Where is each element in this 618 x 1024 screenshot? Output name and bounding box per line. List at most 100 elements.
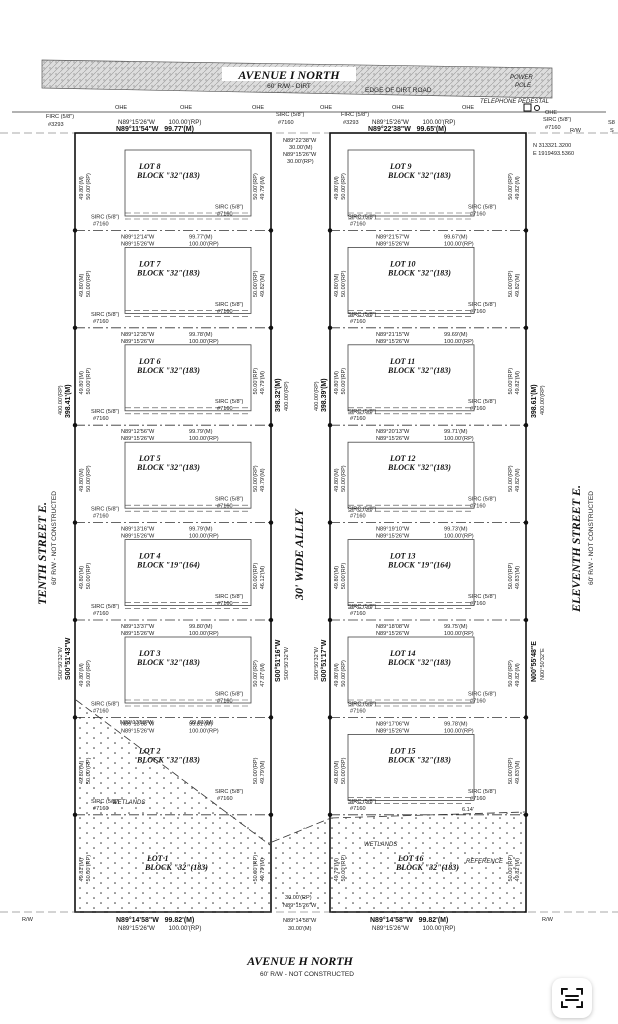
lot-dim: 50.00'(RP): [341, 855, 347, 882]
sirc-label: SIRC (5/8"): [91, 409, 120, 415]
lot-dim: 50.00'(RP): [86, 173, 92, 200]
lot-dim: 49.81'(M): [79, 858, 85, 882]
scan-text-button[interactable]: [552, 978, 592, 1018]
lot-dim: 49.82'(M): [260, 274, 266, 298]
lot-dim: 50.00'(RP): [86, 368, 92, 395]
lot-line-length: 99.78'(M): [189, 332, 213, 338]
lot-number: LOT 7: [138, 259, 162, 268]
lot-dim: 50.00'(RP): [508, 270, 514, 297]
lot-line-bearing-rp: N89°15'26"W: [376, 241, 410, 247]
lot-line-length-rp: 100.00'(RP): [189, 436, 219, 442]
alley-left-brg-2: S00°50'32"W: [284, 646, 290, 680]
lot-line-length-rp: 100.00'(RP): [444, 241, 474, 247]
sirc-number: #7160: [470, 601, 486, 607]
alley-left-m: 398.32'(M): [275, 378, 282, 412]
notes: WETLANDS WETLANDS 6.14' REFERENCE N89°13…: [112, 720, 504, 865]
sirc-top-label: SIRC (5/8"): [276, 112, 305, 118]
lot-block: BLOCK "32"(183): [136, 755, 200, 764]
sirc-number: #7160: [217, 698, 233, 704]
lot-block: BLOCK "32"(183): [136, 658, 200, 667]
lot-line-length-rp: 100.00'(RP): [444, 631, 474, 637]
ohe-label-1: OHE: [115, 105, 127, 111]
lot-dim: 49.82'(M): [515, 858, 521, 882]
lot-dim: 49.83'(M): [515, 566, 521, 590]
street-label-top: AVENUE I NORTH: [237, 68, 340, 82]
lot-number: LOT 1: [146, 854, 169, 863]
sirc-label: SIRC (5/8"): [91, 604, 120, 610]
lot-dim: 50.00'(RP): [253, 270, 259, 297]
lot-line-length: 99.69'(M): [444, 332, 468, 338]
sirc-label: SIRC (5/8"): [348, 312, 377, 318]
lot-line-length: 99.77'(M): [189, 234, 213, 240]
building-setback: [124, 441, 252, 509]
alley-name: 30' WIDE ALLEY: [292, 508, 306, 601]
lot-line-length: 99.81'(M): [189, 721, 213, 727]
lot-dim: 50.00'(RP): [253, 563, 259, 590]
lot-line-length-rp: 100.00'(RP): [189, 631, 219, 637]
sirc-number: #7160: [93, 708, 109, 714]
lot-dim: 46.12'(M): [260, 566, 266, 590]
lot-line-length-rp: 100.00'(RP): [189, 728, 219, 734]
iron-rod-marker: [327, 423, 333, 428]
sirc-number: #7160: [217, 601, 233, 607]
lot-line-length-rp: 100.00'(RP): [189, 241, 219, 247]
power-pole-icon: [534, 105, 540, 111]
lot-dim: 50.00'(RP): [508, 173, 514, 200]
lot-dim: 50.00'(RP): [253, 465, 259, 492]
alley-left-rp: 400.00'(RP): [284, 381, 290, 411]
lot-line-length: 99.73'(M): [444, 527, 468, 533]
sirc-label: SIRC (5/8"): [348, 701, 377, 707]
lot-line-bearing-rp: N89°15'26"W: [376, 728, 410, 734]
lot-block: BLOCK "32"(183): [387, 658, 451, 667]
alley-right-brg-2: S00°51'17"W: [320, 639, 328, 682]
lot-block: BLOCK "32"(183): [387, 463, 451, 472]
building-setback: [347, 636, 475, 704]
lot-dim: 49.82'(M): [515, 176, 521, 200]
lot2-top-brg: N89°13'58"W: [120, 720, 154, 726]
lot-line-length: 99.79'(M): [189, 429, 213, 435]
sirc-right-label: SIRC (5/8"): [543, 117, 572, 123]
sirc-label: SIRC (5/8"): [468, 399, 497, 405]
sirc-number: #7160: [350, 708, 366, 714]
lot2-top-len: 99.81'(M): [190, 720, 214, 726]
iron-rod-marker: [72, 423, 78, 428]
scan-text-icon: [561, 988, 583, 1008]
lot-dim: 49.80'(M): [79, 663, 85, 687]
lot-block: BLOCK "32"(183): [136, 268, 200, 277]
lot-line-bearing-rp: N89°15'26"W: [376, 436, 410, 442]
bottom-left-bearing-m: N89°14'58"W 99.82'(M): [116, 916, 194, 924]
lot-dim: 49.82'(M): [515, 468, 521, 492]
lot-block: BLOCK "32"(183): [136, 171, 200, 180]
sirc-number: #7160: [93, 221, 109, 227]
sirc-label: SIRC (5/8"): [215, 302, 244, 308]
lot-line-bearing-rp: N89°15'26"W: [121, 436, 155, 442]
lot-line-length-rp: 100.00'(RP): [444, 728, 474, 734]
sirc-number: #7160: [470, 796, 486, 802]
sirc-number: #7160: [470, 406, 486, 412]
lot-dim: 50.00'(RP): [253, 757, 259, 784]
building-setback: [347, 441, 475, 509]
sirc-label: SIRC (5/8"): [468, 204, 497, 210]
iron-rod-marker: [268, 617, 274, 623]
lot-dim: 49.80'(M): [334, 176, 340, 200]
lot-dim: 49.80'(M): [334, 761, 340, 785]
lot-dim: 50.00'(RP): [508, 563, 514, 590]
street-label-right: ELEVENTH STREET E.: [569, 485, 583, 613]
rw-bottom-right: R/W: [542, 917, 554, 923]
bottom-right-bearing-rp: N89°15'26"W 100.00'(RP): [372, 925, 455, 932]
lot-line-bearing: N89°13'37"W: [121, 624, 155, 630]
iron-rod-marker: [268, 228, 274, 233]
sirc-number: #7160: [93, 319, 109, 325]
lot-line-length: 99.67'(M): [444, 234, 468, 240]
bottom-right-bearing-m: N89°14'58"W 99.82'(M): [370, 916, 448, 924]
lot-dim: 49.80'(M): [79, 468, 85, 492]
iron-rod-marker: [268, 715, 274, 720]
lot-line-bearing-rp: N89°15'26"W: [376, 339, 410, 345]
lot-dim: 50.00'(RP): [341, 270, 347, 297]
lot-line-bearing: N89°18'08"W: [376, 624, 410, 630]
lot-dim: 49.82'(M): [515, 274, 521, 298]
